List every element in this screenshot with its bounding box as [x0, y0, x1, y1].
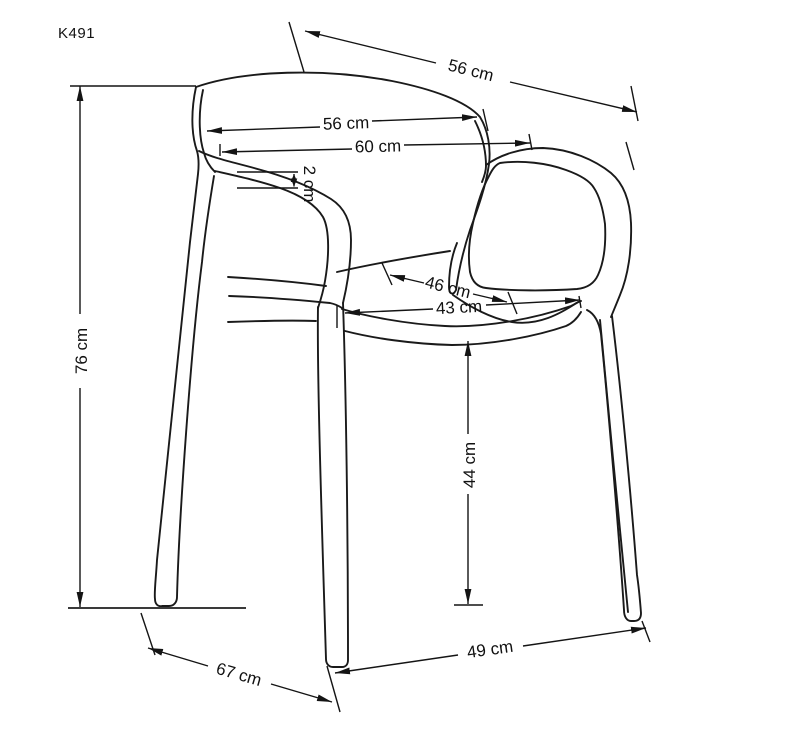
chair-seat-right-edge [452, 294, 579, 324]
chair-side-rail-top [227, 276, 327, 287]
chair-seat-front-lower-edge [344, 311, 582, 346]
extension-slash [625, 141, 635, 171]
dimension-overall-width: 60 cm [219, 133, 533, 157]
extension-slash [482, 108, 489, 132]
extension-slash [641, 620, 651, 643]
dimension-label: 2 cm [300, 166, 319, 203]
dimension-top-diagonal-width: 56 cm [288, 21, 639, 171]
extension-slash [630, 85, 639, 122]
extension-slash [140, 612, 156, 656]
dimension-side-depth: 67 cm [140, 612, 333, 703]
chair-front-left-leg [316, 302, 349, 668]
dimension-label: 56 cm [323, 113, 370, 134]
chair-drawing [68, 71, 642, 668]
chair-side-rail-bottom [227, 319, 317, 323]
extension-tick [578, 295, 582, 309]
dimension-label: 76 cm [72, 328, 91, 374]
dimension-seat-width: 43 cm [336, 295, 582, 328]
dimension-label: 56 cm [446, 56, 496, 86]
extension-slash [326, 665, 341, 713]
chair-backrest-top-right [195, 71, 491, 295]
dimension-backrest-width: 56 cm [206, 108, 489, 134]
dimension-label: 49 cm [466, 637, 514, 662]
dimension-overall-height: 76 cm [70, 85, 196, 607]
dimension-label: 67 cm [214, 659, 264, 690]
dimension-label: 44 cm [460, 442, 479, 488]
dimension-front-leg-span: 49 cm [326, 620, 651, 713]
chair-side-rail-mid [228, 295, 343, 309]
extension-slash [381, 262, 393, 286]
chair-armrest-left-bottom [214, 170, 330, 309]
chair-back-bottom-edge [336, 250, 451, 273]
chair-armrest-left-top [198, 150, 352, 304]
chair-front-right-leg-crease [599, 319, 629, 613]
chair-backrest-inner-right [474, 120, 487, 183]
dimension-seat-height: 44 cm [454, 341, 483, 606]
chair-armrest-right-inner [468, 160, 607, 292]
extension-slash [288, 21, 305, 73]
dimension-label: 60 cm [355, 136, 402, 156]
extension-tick [528, 133, 533, 151]
dimension-armrest-thickness: 2 cm [237, 166, 319, 203]
model-code-label: K491 [58, 25, 95, 42]
chair-left-profile [153, 86, 215, 608]
chair-armrest-right-outer [485, 147, 633, 318]
dimension-label: 43 cm [435, 297, 482, 318]
